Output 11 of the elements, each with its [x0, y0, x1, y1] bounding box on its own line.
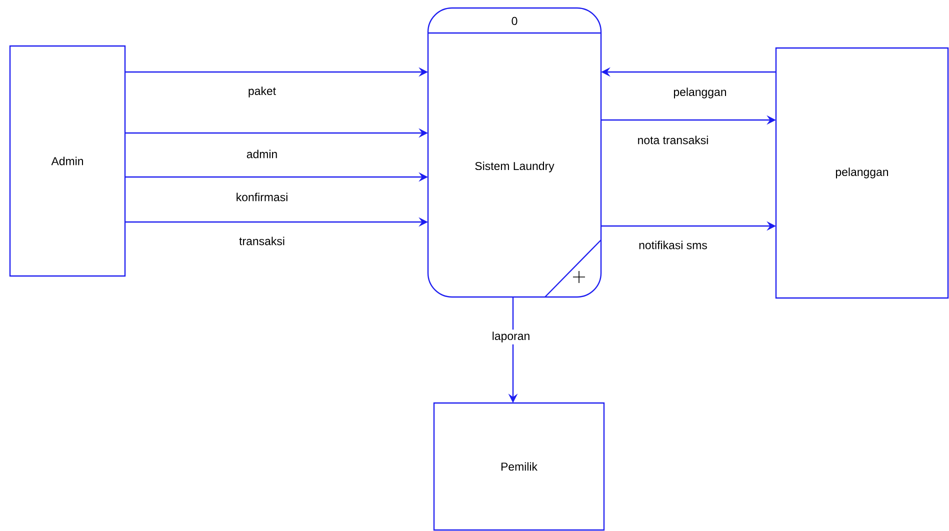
entity-box: Pemilik	[433, 402, 605, 531]
entity-box: Admin	[9, 45, 126, 277]
edge-label: nota transaksi	[635, 134, 711, 146]
edge-label: admin	[244, 148, 280, 160]
edge-label: transaksi	[237, 234, 287, 248]
edge-label: konfirmasi	[234, 190, 290, 204]
edge-label: notifikasi sms	[636, 238, 710, 252]
edge-label: paket	[246, 84, 278, 100]
edge-label: laporan	[490, 330, 532, 344]
entity-box: pelanggan	[775, 47, 949, 299]
edge-label: pelanggan	[671, 86, 729, 100]
